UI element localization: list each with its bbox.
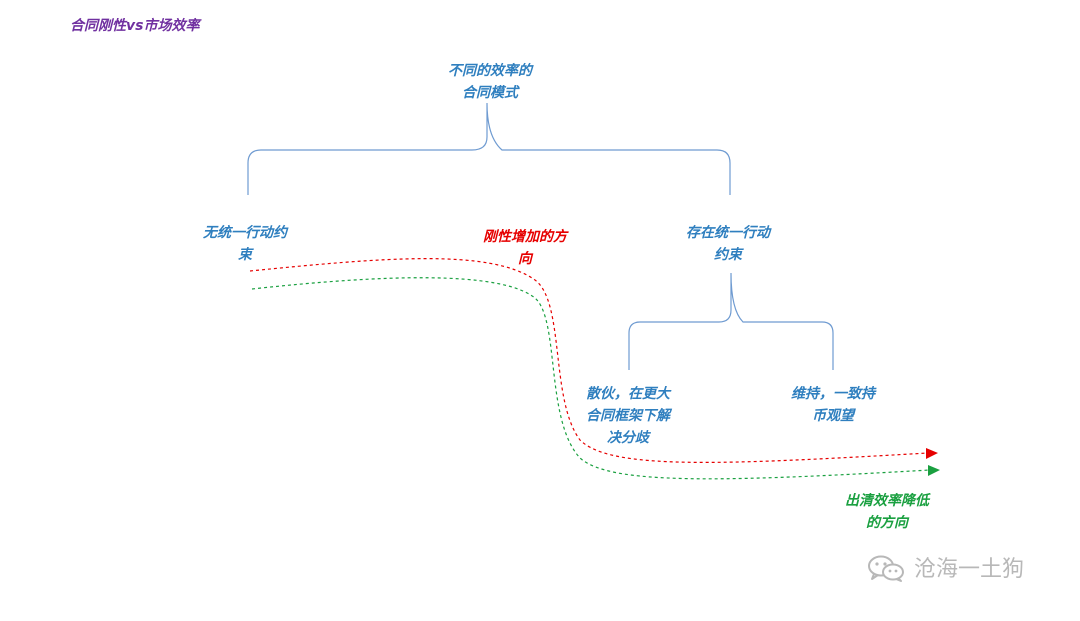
green-direction-curve (251, 277, 931, 480)
green-arrowhead (928, 465, 940, 476)
node-left-branch: 无统一行动约 束 (203, 225, 287, 263)
red-direction-curve (249, 258, 929, 463)
node-root: 不同的效率的 合同模式 (448, 63, 532, 101)
node-right-branch: 存在统一行动 约束 (686, 225, 770, 263)
node-right-child-left: 散伙，在更大 合同框架下解 决分歧 (586, 386, 670, 446)
right-sub-brace (628, 272, 834, 370)
top-brace (247, 102, 731, 195)
wechat-icon (866, 553, 906, 587)
red-arrow-label: 刚性增加的方 向 (483, 229, 567, 267)
watermark: 沧海一土狗 (866, 553, 1024, 587)
diagram-title: 合同刚性vs市场效率 (70, 18, 200, 34)
node-right-child-right: 维持，一致持 币观望 (791, 386, 875, 424)
red-arrowhead (926, 448, 938, 459)
green-arrow-label: 出清效率降低 的方向 (845, 493, 929, 531)
watermark-text: 沧海一土狗 (914, 557, 1025, 582)
